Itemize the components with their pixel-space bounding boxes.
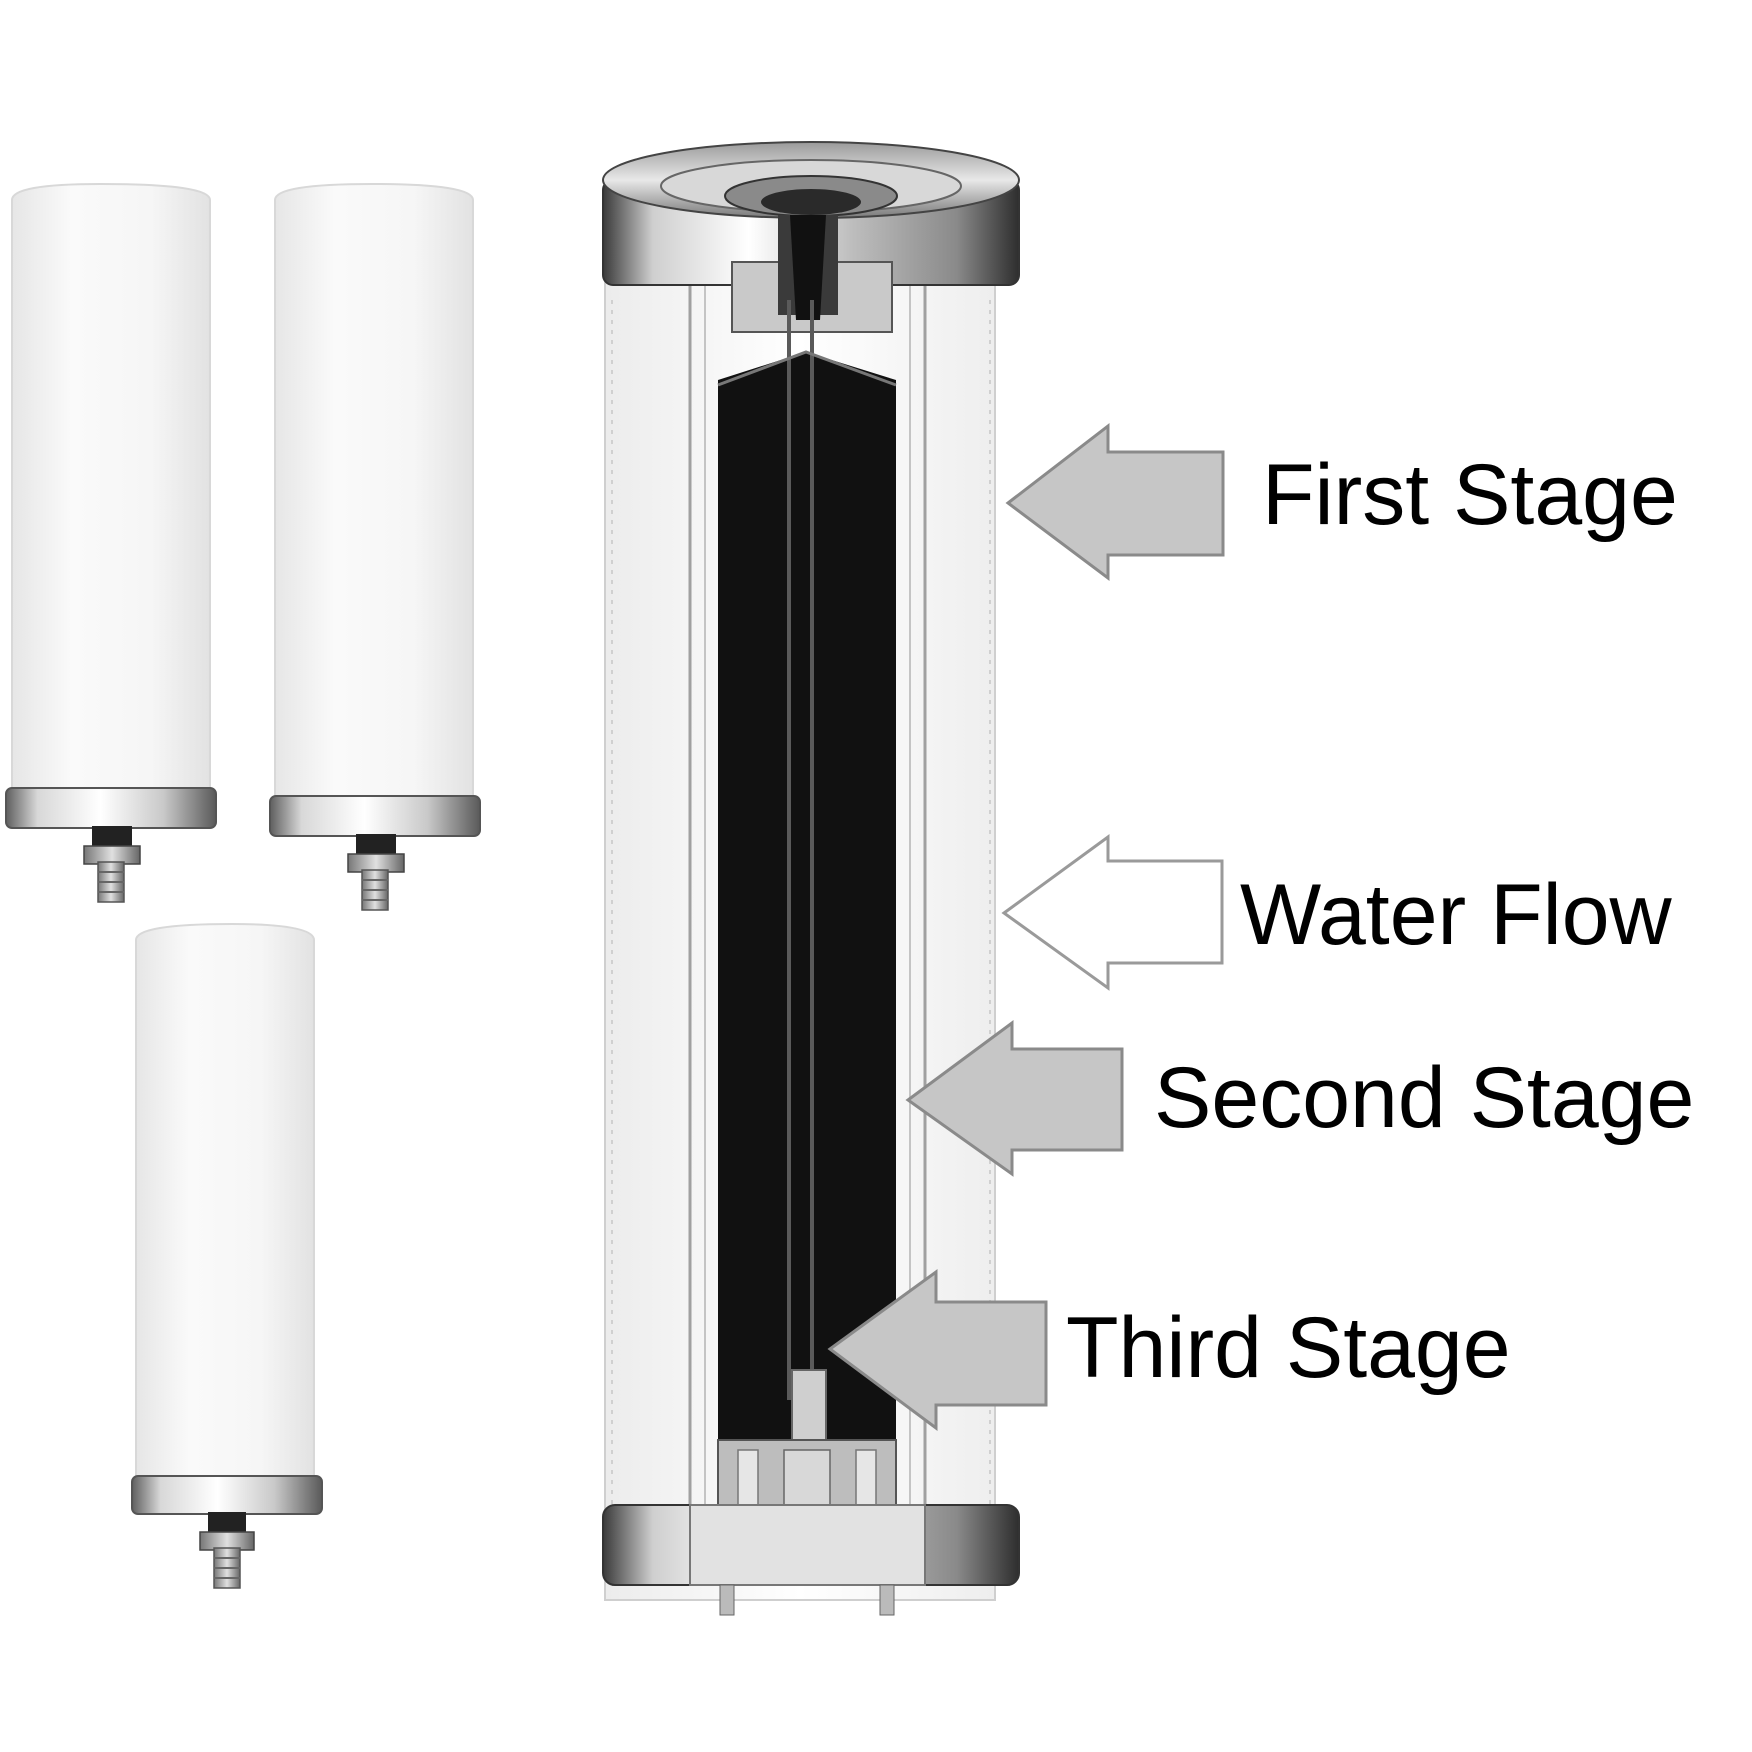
water-flow-label: Water Flow (1240, 867, 1672, 963)
third-stage-label: Third Stage (1066, 1300, 1511, 1396)
second-stage-arrow (905, 1020, 1124, 1177)
third-stage-arrow (827, 1269, 1048, 1431)
water-flow-arrow (1001, 834, 1224, 991)
first-stage-label: First Stage (1262, 447, 1678, 543)
first-stage-arrow (1005, 422, 1225, 581)
filter-cutaway-diagram (602, 141, 1020, 1616)
second-stage-label: Second Stage (1154, 1050, 1695, 1146)
ceramic-filter-candle-icon (5, 182, 217, 903)
ceramic-filter-candle-icon (131, 922, 323, 1589)
ceramic-filter-candle-icon (269, 182, 481, 911)
